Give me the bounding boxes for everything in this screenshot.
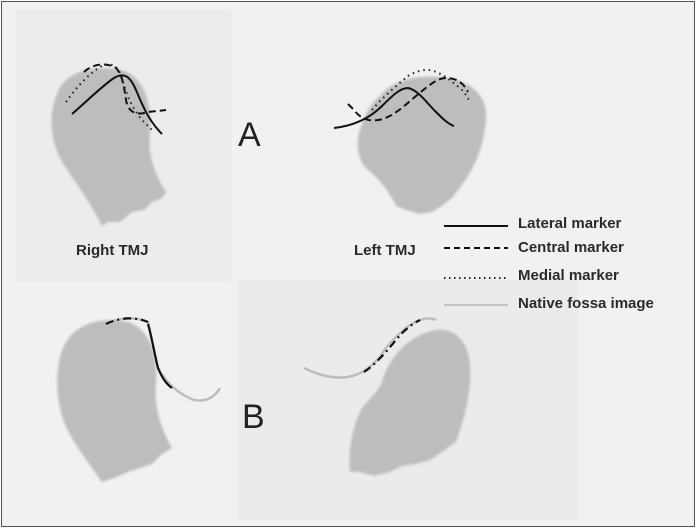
legend-central-label: Central marker [518,239,624,256]
legend-lateral-label: Lateral marker [518,215,621,232]
right-condyle-b [57,320,172,482]
panel-a-label: A [238,116,261,155]
legend-medial-label: Medial marker [518,267,619,284]
legend-native-fossa-label: Native fossa image [518,295,654,312]
right-tmj-label: Right TMJ [76,242,149,259]
left-tmj-label: Left TMJ [354,242,416,259]
panel-b-label: B [242,398,265,437]
